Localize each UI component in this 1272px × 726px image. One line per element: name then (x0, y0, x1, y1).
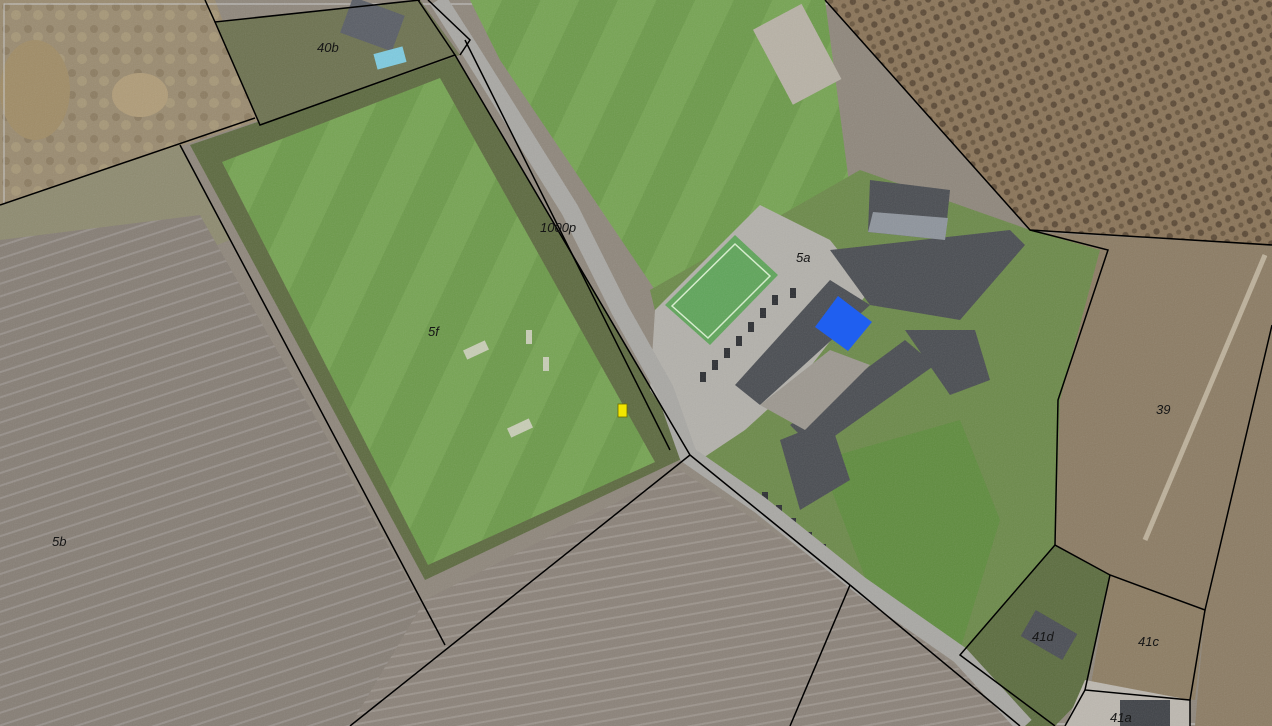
parcel-label-39: 39 (1156, 402, 1170, 417)
parcel-label-5b: 5b (52, 534, 66, 549)
parcel-label-41c: 41c (1138, 634, 1159, 649)
parcel-label-40b: 40b (317, 40, 339, 55)
parcel-label-5a: 5a (796, 250, 810, 265)
parcel-label-5f: 5f (428, 324, 440, 339)
parcel-label-41a: 41a (1110, 710, 1132, 725)
yellow-marker[interactable] (617, 403, 628, 418)
highlighted-building[interactable] (815, 296, 872, 351)
parcel-label-41d: 41d (1032, 629, 1054, 644)
parcel-label-1000p: 1000p (540, 220, 576, 235)
